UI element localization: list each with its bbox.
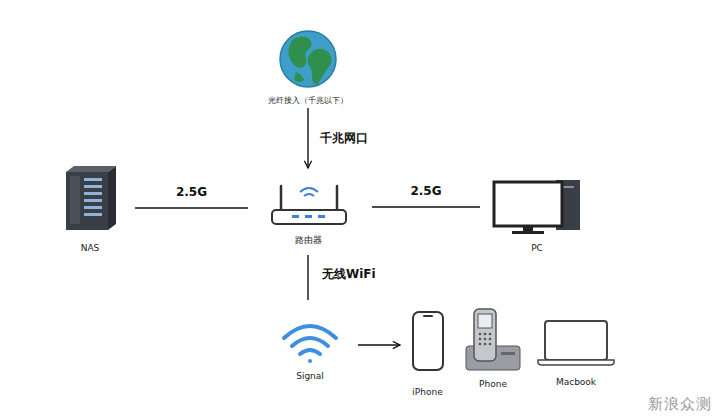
node-label: NAS	[81, 243, 100, 254]
signal-node: Signal	[282, 316, 338, 382]
node-label: PC	[531, 243, 543, 254]
router-icon	[272, 186, 346, 224]
connector	[372, 206, 480, 207]
globe-icon	[280, 31, 336, 87]
connector	[358, 344, 400, 345]
pc-node: PC	[492, 178, 582, 254]
edge-label: 2.5G	[408, 184, 443, 198]
node-label: 路由器	[295, 235, 322, 246]
pc-icon	[494, 180, 580, 234]
iphone-node: iPhone	[405, 308, 450, 398]
node-label: Macbook	[556, 377, 596, 388]
globe-node: 光纤接入（千兆以下）	[250, 28, 366, 106]
nas-icon	[66, 166, 116, 230]
macbook-icon	[538, 321, 614, 365]
connector	[135, 207, 248, 208]
iphone-icon	[413, 312, 443, 370]
edge-label: 千兆网口	[318, 131, 370, 145]
edge-label: 2.5G	[174, 185, 209, 199]
signal-icon	[284, 326, 336, 363]
node-label: 光纤接入（千兆以下）	[268, 96, 348, 106]
phone-icon	[466, 309, 520, 370]
router-node: 路由器	[268, 178, 348, 246]
edge-label: 无线WiFi	[320, 267, 378, 281]
phone-node: Phone	[462, 306, 524, 390]
connector	[307, 108, 308, 168]
node-label: iPhone	[412, 387, 442, 398]
node-label: Signal	[296, 371, 324, 382]
node-label: Phone	[479, 379, 507, 390]
nas-node: NAS	[58, 162, 122, 254]
connector	[307, 255, 308, 300]
macbook-node: Macbook	[538, 318, 614, 388]
watermark: 新浪众测	[648, 395, 712, 414]
